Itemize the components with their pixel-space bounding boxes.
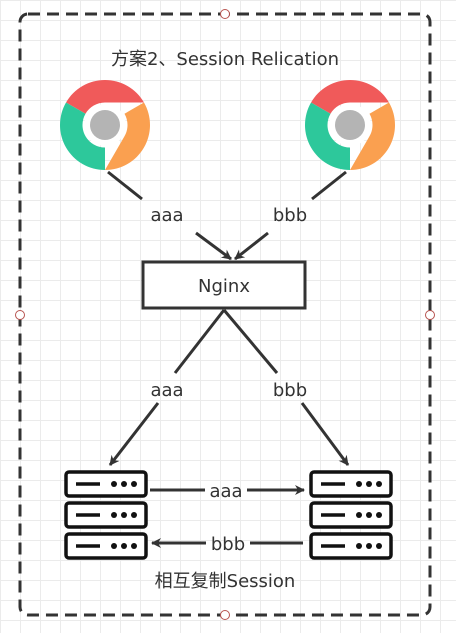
server-stack-icon[interactable]: [64, 470, 148, 560]
resize-handle-left[interactable]: [15, 310, 25, 320]
resize-handle-right[interactable]: [425, 310, 435, 320]
edge-nginx-to-server-left-seg1[interactable]: [173, 309, 226, 374]
edge-label-replicate-left: bbb: [211, 534, 245, 555]
edge-nginx-to-server-right[interactable]: [300, 402, 350, 466]
edge-browser-right-to-nginx[interactable]: [234, 231, 269, 261]
edge-browser-left-to-nginx[interactable]: [195, 231, 232, 261]
server-stack-icon[interactable]: [309, 470, 393, 560]
edge-browser-right-to-nginx-seg1[interactable]: [311, 170, 347, 201]
chrome-browser-icon[interactable]: [305, 80, 395, 170]
resize-handle-bottom[interactable]: [220, 610, 230, 620]
edge-label-browser-left: aaa: [150, 205, 183, 226]
edge-label-replicate-right: aaa: [209, 481, 242, 502]
edge-label-nginx-right: bbb: [273, 380, 307, 401]
edge-label-browser-right: bbb: [273, 205, 307, 226]
replication-caption: 相互复制Session: [155, 571, 296, 592]
diagram-title: 方案2、Session Relication: [111, 49, 339, 70]
edge-nginx-to-server-right-seg1[interactable]: [222, 309, 279, 374]
nginx-label: Nginx: [198, 276, 250, 297]
edge-nginx-to-server-left[interactable]: [108, 402, 160, 466]
nginx-node[interactable]: [141, 260, 307, 310]
resize-handle-top[interactable]: [220, 9, 230, 19]
edge-browser-left-to-nginx-seg1[interactable]: [107, 170, 143, 201]
edge-label-nginx-left: aaa: [150, 380, 183, 401]
chrome-browser-icon[interactable]: [60, 80, 150, 170]
